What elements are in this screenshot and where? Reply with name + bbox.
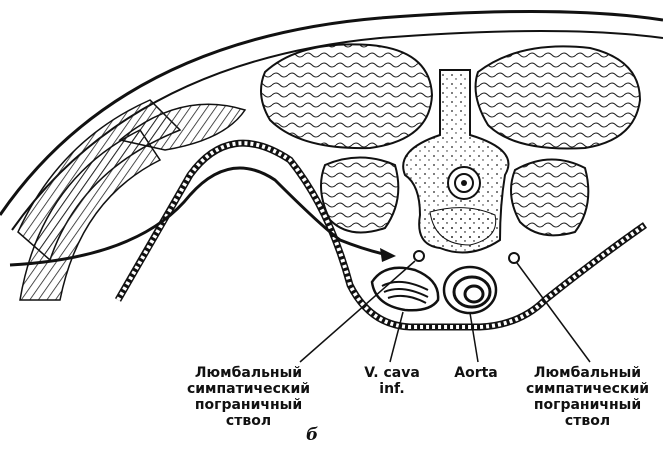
left-sympathetic-trunk-label: Люмбальный симпатический пограничный ств…: [176, 365, 321, 429]
aorta-label: Aorta: [441, 365, 511, 381]
vena-cava-label: V. cava inf.: [352, 365, 432, 397]
right-sympathetic-trunk: [509, 253, 519, 263]
aorta-shape: [444, 267, 496, 313]
left-sympathetic-trunk: [414, 251, 424, 261]
vena-cava-shape: [372, 268, 438, 311]
figure-letter: б: [306, 425, 318, 445]
pointer-lines: [300, 261, 590, 362]
right-sympathetic-trunk-label: Люмбальный симпатический пограничный ств…: [515, 365, 660, 429]
